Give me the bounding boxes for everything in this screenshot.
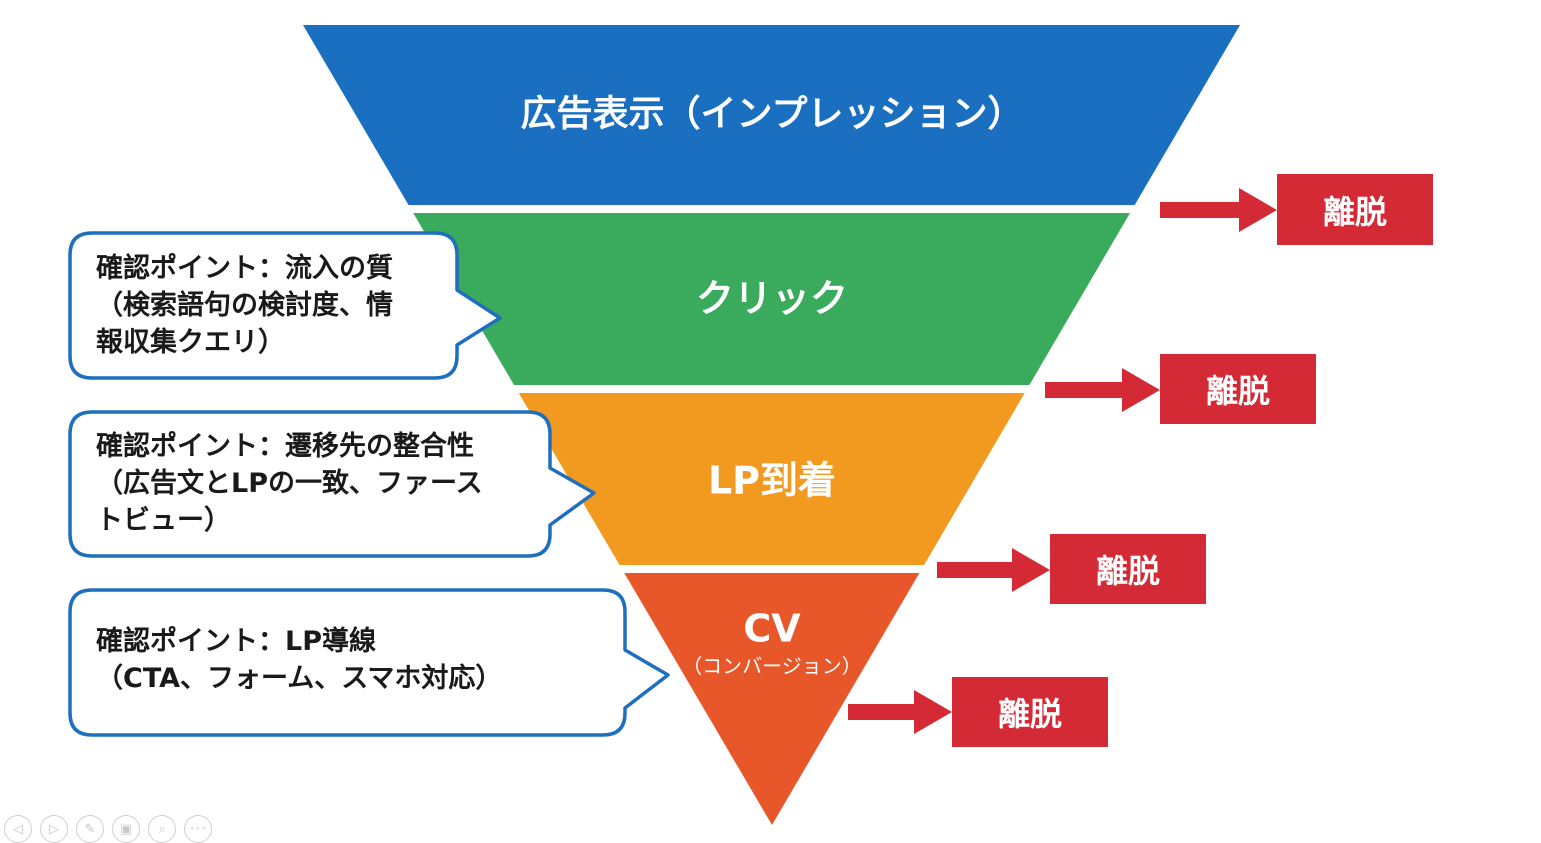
callout-line: （CTA、フォーム、スマホ対応） — [96, 663, 503, 694]
next-icon[interactable]: ▷ — [40, 815, 68, 843]
exit-box-2: 離脱 — [1160, 354, 1316, 424]
callout-line: （検索語句の検討度、情 — [96, 290, 393, 321]
zoom-icon[interactable]: ⌕ — [148, 815, 176, 843]
funnel-stage-4 — [624, 573, 920, 825]
callout-line: 確認ポイント：遷移先の整合性 — [96, 431, 474, 462]
callout-bubble-2 — [68, 410, 596, 558]
callout-2-text: 確認ポイント：遷移先の整合性 （広告文とLPの一致、ファース トビュー） — [96, 428, 483, 539]
callout-bubble-1 — [68, 231, 502, 380]
funnel-stage-label: CV — [743, 606, 801, 650]
callout-line: 確認ポイント：LP導線 — [96, 626, 376, 657]
funnel-stage-label: 広告表示（インプレッション） — [521, 94, 1024, 135]
exit-arrow-4 — [848, 690, 952, 734]
callout-line: トビュー） — [96, 505, 231, 536]
exit-arrow-3 — [937, 548, 1050, 592]
slideshow-toolbar: ◁ ▷ ✎ ▣ ⌕ ∘∘∘ — [4, 815, 212, 843]
exit-box-1: 離脱 — [1277, 174, 1433, 245]
slides-icon[interactable]: ▣ — [112, 815, 140, 843]
funnel-stage-label: クリック — [696, 276, 848, 320]
funnel-stage-2 — [413, 213, 1131, 385]
pen-icon[interactable]: ✎ — [76, 815, 104, 843]
exit-box-4: 離脱 — [952, 677, 1108, 747]
exit-arrow-2 — [1045, 368, 1160, 412]
funnel-stage-sublabel: （コンバージョン） — [682, 654, 862, 678]
previous-icon[interactable]: ◁ — [4, 815, 32, 843]
callout-bubble-3 — [68, 588, 670, 737]
callout-1-text: 確認ポイント：流入の質 （検索語句の検討度、情 報収集クエリ） — [96, 250, 393, 361]
funnel-stage-1 — [303, 25, 1240, 205]
funnel-stage-label: LP到着 — [708, 458, 836, 502]
callout-line: 報収集クエリ） — [96, 327, 285, 358]
exit-box-3: 離脱 — [1050, 534, 1206, 604]
callout-line: 確認ポイント：流入の質 — [96, 253, 393, 284]
callout-line: （広告文とLPの一致、ファース — [96, 468, 483, 499]
funnel-stage-3 — [518, 393, 1025, 565]
callout-3-text: 確認ポイント：LP導線 （CTA、フォーム、スマホ対応） — [96, 623, 502, 697]
exit-arrow-1 — [1160, 188, 1277, 232]
more-icon[interactable]: ∘∘∘ — [184, 815, 212, 843]
